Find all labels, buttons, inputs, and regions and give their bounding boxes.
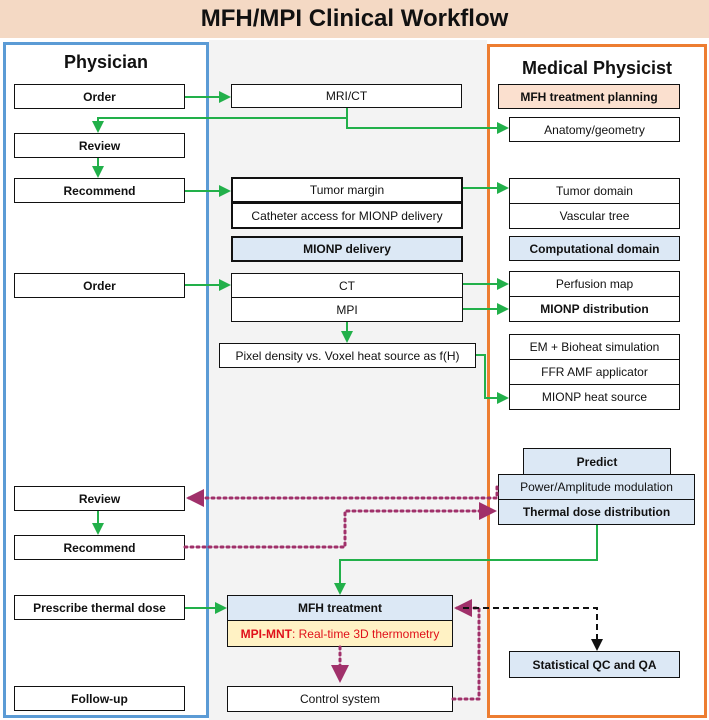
recommend-box-2: Recommend [14, 535, 185, 560]
arrow-mri-to-anatomy [346, 118, 509, 134]
catheter-access-box: Catheter access for MIONP delivery [231, 202, 463, 229]
pixel-density-box: Pixel density vs. Voxel heat source as f… [219, 343, 476, 368]
order-box-1: Order [14, 84, 185, 109]
mpi-mnt-text: : Real-time 3D thermometry [291, 626, 440, 641]
statistical-qc-qa-box: Statistical QC and QA [509, 651, 680, 678]
mionp-delivery-box: MIONP delivery [231, 236, 463, 262]
prescribe-thermal-dose-box: Prescribe thermal dose [14, 595, 185, 620]
mri-ct-box: MRI/CT [231, 84, 462, 108]
arrow-thermal-dose-to-mfh [334, 525, 598, 595]
physicist-lane [487, 44, 707, 718]
review-box-2: Review [14, 486, 185, 511]
anatomy-geometry-box: Anatomy/geometry [509, 117, 680, 142]
dotted-arrow-power-to-review [186, 485, 499, 507]
arrow-pixel-to-heat-source [476, 354, 509, 404]
dotted-arrow-recommend-to-thermal [183, 502, 497, 549]
mfh-treatment-planning-box: MFH treatment planning [498, 84, 680, 109]
ffr-amf-applicator-box: FFR AMF applicator [509, 359, 680, 385]
physicist-title: Medical Physicist [521, 58, 673, 78]
predict-box: Predict [523, 448, 671, 475]
title-bar: MFH/MPI Clinical Workflow [0, 0, 709, 38]
mionp-heat-source-box: MIONP heat source [509, 384, 680, 410]
power-amplitude-box: Power/Amplitude modulation [498, 474, 695, 500]
review-box-1: Review [14, 133, 185, 158]
dashed-arrow-mfh-to-qc [463, 607, 603, 651]
computational-domain-box: Computational domain [509, 236, 680, 261]
em-bioheat-simulation-box: EM + Bioheat simulation [509, 334, 680, 360]
control-system-box: Control system [227, 686, 453, 712]
mionp-distribution-box: MIONP distribution [509, 296, 680, 322]
diagram-title: MFH/MPI Clinical Workflow [200, 5, 509, 32]
thermal-dose-distribution-box: Thermal dose distribution [498, 499, 695, 525]
order-box-2: Order [14, 273, 185, 298]
physician-lane [3, 42, 209, 718]
physician-title: Physician [63, 52, 149, 72]
mpi-mnt-thermometry-box: MPI-MNT: Real-time 3D thermometry [227, 620, 453, 647]
recommend-box-1: Recommend [14, 178, 185, 203]
arrow-mri-to-review [92, 108, 348, 133]
follow-up-box: Follow-up [14, 686, 185, 711]
dotted-arrow-control-to-mfh [451, 599, 481, 701]
mpi-mnt-label: MPI-MNT [240, 626, 292, 641]
mpi-box: MPI [231, 297, 463, 322]
vascular-tree-box: Vascular tree [509, 203, 680, 229]
